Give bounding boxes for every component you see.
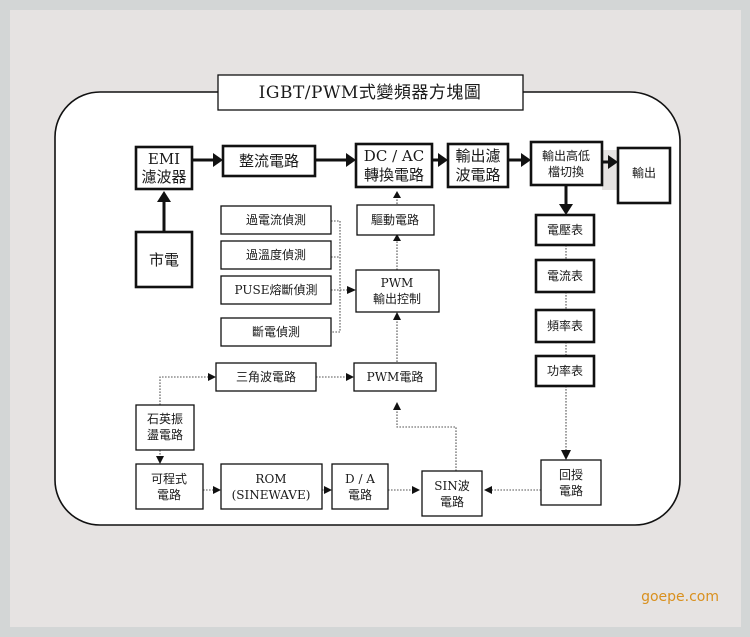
block-feedback-circuit: 回授 電路 [540, 459, 602, 506]
block-label: PWM [381, 276, 414, 290]
block-hi-lo-switch: 輸出高低 檔切換 [529, 140, 604, 187]
block-label: 整流電路 [239, 152, 299, 170]
diagram-canvas: IGBT/PWM式變頻器方塊圖 EMI 濾波器 [10, 10, 741, 627]
block-label: 輸出濾 [455, 147, 500, 165]
block-label: 過溫度偵測 [246, 247, 306, 262]
block-ammeter: 電流表 [534, 258, 596, 294]
block-label: 輸出高低 [542, 148, 590, 163]
block-driver: 驅動電路 [356, 204, 435, 236]
block-label: 過電流偵測 [246, 213, 306, 227]
block-overcurrent-detect: 過電流偵測 [220, 205, 332, 235]
block-voltmeter: 電壓表 [534, 213, 596, 247]
block-diagram: IGBT/PWM式變頻器方塊圖 EMI 濾波器 [54, 74, 681, 526]
block-label: 輸出 [632, 165, 656, 180]
watermark: goepe.com [641, 589, 719, 605]
block-label: 電路 [440, 494, 464, 509]
title-box [217, 74, 524, 111]
block-label: 電路 [348, 487, 372, 502]
block-power-loss-detect: 斷電偵測 [220, 317, 332, 347]
block-pwm-output-control: PWM 輸出控制 [355, 269, 440, 313]
block-output: 輸出 [616, 146, 672, 205]
block-label: 功率表 [547, 363, 583, 378]
block-label: 濾波器 [141, 168, 186, 186]
block-label: 電路 [157, 487, 181, 502]
block-fuse-detect: PUSE熔斷偵測 [220, 275, 332, 305]
block-label: 電流表 [547, 269, 583, 283]
block-label: (SINEWAVE) [232, 488, 311, 502]
block-dc-ac-converter: DC / AC 轉換電路 [354, 142, 434, 189]
block-label: 頻率表 [547, 318, 583, 333]
block-power-meter: 功率表 [534, 354, 596, 388]
diagram-title: IGBT/PWM式變頻器方塊圖 [259, 83, 482, 103]
block-label: 電壓表 [547, 223, 583, 237]
block-label: 驅動電路 [371, 212, 419, 227]
block-label: 斷電偵測 [252, 325, 300, 339]
block-label: D / A [345, 472, 375, 486]
block-programmable-circuit: 可程式 電路 [135, 463, 204, 510]
block-crystal-oscillator: 石英振 盪電路 [135, 404, 195, 451]
block-label: 波電路 [455, 166, 500, 184]
block-label: 石英振 [147, 412, 183, 426]
block-da-converter: D / A 電路 [331, 463, 389, 510]
block-output-filter: 輸出濾 波電路 [446, 142, 510, 189]
block-sin-wave-circuit: SIN波 電路 [421, 470, 483, 517]
block-label: 檔切換 [548, 165, 584, 179]
block-label: 盪電路 [147, 427, 183, 442]
block-rom-sinewave: ROM (SINEWAVE) [220, 463, 323, 510]
block-label: ROM [255, 472, 286, 486]
block-label: PUSE熔斷偵測 [235, 282, 318, 297]
block-label: EMI [148, 150, 180, 168]
block-label: 電路 [559, 483, 583, 498]
block-frequency-meter: 頻率表 [534, 308, 596, 344]
block-overtemp-detect: 過溫度偵測 [220, 240, 332, 270]
block-label: 輸出控制 [373, 291, 421, 306]
block-label: PWM電路 [367, 369, 424, 384]
block-label: 市電 [149, 251, 179, 269]
block-label: 可程式 [151, 471, 187, 486]
block-label: 回授 [559, 467, 583, 482]
block-triangle-wave: 三角波電路 [215, 362, 317, 392]
block-mains: 市電 [134, 230, 194, 289]
block-emi-filter: EMI 濾波器 [134, 145, 194, 191]
block-label: SIN波 [434, 479, 469, 493]
block-pwm-circuit: PWM電路 [353, 362, 437, 392]
block-rectifier: 整流電路 [221, 144, 317, 178]
main-power-path [157, 153, 618, 232]
block-label: 轉換電路 [364, 166, 424, 184]
block-label: DC / AC [364, 147, 424, 165]
block-label: 三角波電路 [236, 369, 296, 384]
